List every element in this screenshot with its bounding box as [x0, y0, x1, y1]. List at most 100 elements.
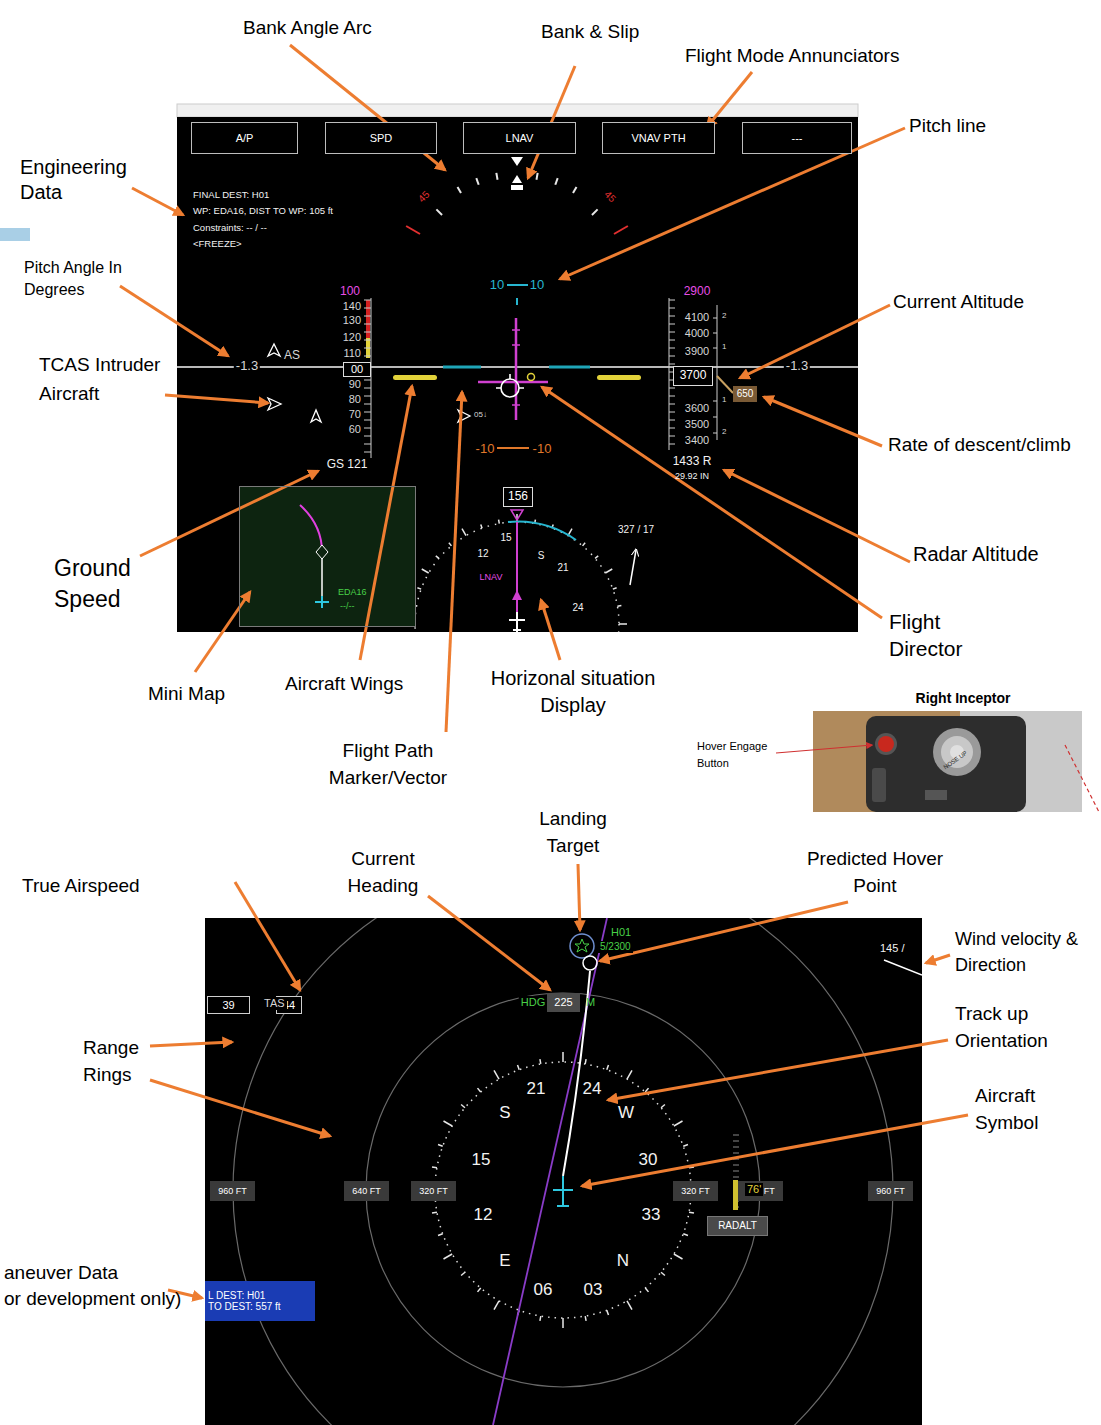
callout-label: Right Inceptor — [916, 690, 1011, 706]
compass-tick — [595, 556, 598, 559]
vsi-tick — [713, 318, 717, 319]
display-text: 24 — [583, 1079, 602, 1099]
compass-tick — [683, 1234, 688, 1236]
mode-annunciator: VNAV PTH — [602, 122, 715, 154]
box-text: 960 FT — [876, 1186, 905, 1196]
airspeed-readout: 00 — [343, 362, 371, 377]
leader-arrow — [578, 864, 580, 930]
altitude-tick — [669, 324, 675, 325]
altitude-tick — [669, 308, 675, 309]
display-text: M — [586, 996, 595, 1009]
callout-label: Bank & Slip — [541, 21, 639, 43]
range-tag: 320 FT — [673, 1181, 718, 1201]
box-text: TO DEST: 557 ft — [208, 1301, 281, 1313]
bank-pointer — [511, 157, 523, 166]
altitude-tick — [669, 364, 675, 365]
display-text: 45 — [602, 189, 618, 205]
range-tag: 640 FT — [344, 1181, 389, 1201]
speed-tick — [364, 404, 371, 405]
compass-tick — [432, 1166, 437, 1168]
mode-annunciator: LNAV — [463, 122, 576, 154]
vsi-tick — [713, 318, 717, 433]
range-ring — [366, 993, 760, 1387]
leader-arrow — [150, 1042, 232, 1046]
display-text: 80 — [349, 393, 361, 406]
nav-symbology — [233, 918, 922, 1425]
leader-arrow — [132, 188, 183, 215]
compass-tick — [613, 588, 617, 589]
box-text: RADALT — [718, 1220, 757, 1232]
speed-tick — [364, 396, 371, 397]
speed-tick — [364, 332, 371, 333]
altitude-tick — [669, 404, 675, 405]
callout-label: Aircraft Symbol — [975, 1083, 1060, 1136]
mini-map: EDA16--/-- — [239, 486, 416, 627]
compass-tick — [432, 1211, 437, 1213]
inceptor-photo — [866, 716, 1026, 812]
compass-tick — [422, 569, 429, 573]
inceptor-photo — [813, 711, 1082, 812]
compass-tick — [619, 623, 627, 625]
inceptor-photo — [872, 768, 886, 802]
speed-tick — [364, 412, 371, 413]
display-text: NOSE UP — [942, 750, 968, 771]
display-text: 76' — [745, 1183, 763, 1196]
compass-tick — [607, 1065, 609, 1070]
display-text: 60 — [349, 423, 361, 436]
vsi-pointer — [717, 376, 733, 393]
range-tag: 960 FT — [868, 1181, 913, 1201]
leader-arrow — [165, 395, 268, 403]
compass-tick — [539, 1316, 541, 1321]
callout-label: Landing Target — [528, 806, 618, 859]
range-tag: 320 FT — [411, 1181, 456, 1201]
altitude-tick — [669, 356, 675, 357]
altitude-tick — [669, 388, 675, 389]
bank-tick — [614, 226, 628, 234]
compass-tick — [674, 1254, 683, 1259]
compass-tick — [478, 1088, 481, 1092]
slip-indicator — [511, 185, 523, 190]
leader-arrow — [608, 1040, 948, 1100]
inceptor-photo — [875, 733, 897, 755]
display-text: FINAL DEST: H01 — [193, 190, 269, 201]
box-text: --/-- — [340, 601, 355, 611]
radalt-tick — [733, 1171, 739, 1172]
compass-tick — [443, 1254, 452, 1259]
nav-screen — [205, 918, 922, 1425]
course-arrow — [512, 590, 522, 600]
callout-label: Range Rings — [83, 1035, 153, 1088]
display-text: -10 — [533, 442, 552, 457]
display-text: 3500 — [685, 418, 709, 431]
speed-tick — [364, 356, 371, 357]
display-text: 2 — [722, 311, 726, 320]
box-text: --- — [792, 132, 803, 145]
bank-tick — [406, 173, 628, 234]
leader-arrow — [150, 1080, 330, 1136]
mode-annunciator: A/P — [191, 122, 298, 154]
callout-label: aneuver Data — [4, 1262, 118, 1284]
display-text: <FREEZE> — [193, 239, 242, 250]
leader-arrow — [582, 1115, 968, 1186]
box-text: VNAV PTH — [631, 132, 685, 145]
map-route — [300, 505, 322, 552]
mode-annunciator: SPD — [325, 122, 437, 154]
inceptor-photo — [878, 736, 894, 752]
compass-tick — [436, 556, 439, 559]
callout-label: Current Altitude — [893, 291, 1024, 313]
vsi-tick — [713, 433, 717, 434]
altitude-tick — [669, 436, 675, 437]
callout-label: Ground Speed — [54, 553, 146, 615]
pfd-screen — [177, 104, 858, 117]
compass-tick — [607, 1310, 609, 1315]
speed-tick — [364, 428, 371, 429]
bank-tick — [406, 226, 420, 234]
callout-label: Pitch Angle In Degrees — [24, 257, 129, 302]
compass-tick — [438, 1234, 443, 1236]
display-text: 3600 — [685, 402, 709, 415]
compass-tick — [462, 529, 466, 536]
bank-tick — [555, 178, 557, 185]
box-text: 00 — [351, 363, 363, 376]
radalt-tick — [733, 1165, 739, 1166]
compass-tick — [539, 1059, 541, 1064]
display-text: 29.92 IN — [675, 471, 709, 481]
